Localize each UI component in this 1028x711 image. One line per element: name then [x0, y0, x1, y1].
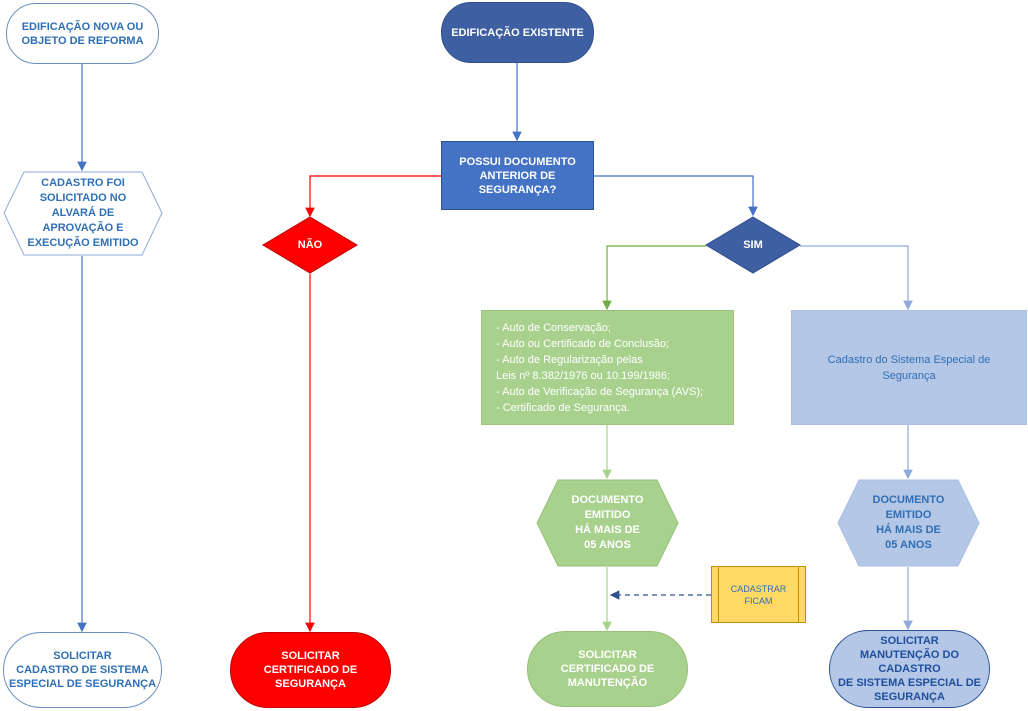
- start-edificacao-existente: EDIFICAÇÃO EXISTENTE: [441, 2, 594, 63]
- doc-item-2: - Auto ou Certificado de Conclusão;: [496, 337, 670, 350]
- box-documentos-lista: - Auto de Conservação; - Auto ou Certifi…: [481, 310, 734, 425]
- end-solicitar-manutencao-cadastro: SOLICITAR MANUTENÇÃO DO CADASTRO DE SIST…: [829, 630, 990, 708]
- arrow-possui-to-sim: [594, 175, 758, 217]
- hex-documento-emitido-blue: DOCUMENTO EMITIDO HÁ MAIS DE 05 ANOS: [837, 479, 980, 567]
- blue-emitido-line-4: 05 ANOS: [885, 539, 932, 551]
- cadastro-foi-line-5: EXECUÇÃO EMITIDO: [27, 237, 139, 249]
- green-emitido-line-2: EMITIDO: [584, 509, 631, 521]
- decision-nao: NÃO: [262, 216, 358, 274]
- doc-item-6: - Certificado de Segurança.: [496, 401, 630, 414]
- ficam-line-1: CADASTRAR: [730, 583, 787, 594]
- cadastro-foi-line-2: SOLICITADO NO: [39, 192, 127, 204]
- sol-cert-man-line-1: SOLICITAR: [578, 649, 637, 661]
- sol-man-line-1: SOLICITAR: [880, 635, 939, 647]
- box-cadastro-sistema: Cadastro do Sistema Especial de Seguranç…: [791, 310, 1027, 425]
- end-solicitar-certificado-seguranca: SOLICITAR CERTIFICADO DE SEGURANÇA: [230, 632, 391, 708]
- sol-cadastro-line-3: ESPECIAL DE SEGURANÇA: [8, 678, 157, 690]
- green-emitido-line-3: HÁ MAIS DE: [575, 524, 640, 536]
- doc-item-3: - Auto de Regularização pelas: [496, 353, 643, 366]
- nao-label: NÃO: [297, 238, 323, 251]
- cadastro-foi-line-1: CADASTRO FOI: [41, 177, 125, 189]
- cadastro-foi-line-4: APROVAÇÃO E: [42, 222, 124, 234]
- end-solicitar-certificado-manutencao: SOLICITAR CERTIFICADO DE MANUTENÇÃO: [527, 631, 688, 707]
- possui-documento-label: POSSUI DOCUMENTO ANTERIOR DE SEGURANÇA?: [459, 155, 576, 196]
- green-emitido-line-4: 05 ANOS: [584, 539, 631, 551]
- sol-cadastro-line-1: SOLICITAR: [53, 650, 112, 662]
- blue-emitido-line-2: EMITIDO: [885, 509, 932, 521]
- sol-man-line-3: DE SISTEMA ESPECIAL DE: [837, 677, 982, 689]
- decision-sim: SIM: [705, 216, 801, 274]
- box-cadastrar-ficam: CADASTRAR FICAM: [711, 566, 806, 623]
- arrow-possui-to-nao: [305, 175, 441, 218]
- sim-label: SIM: [743, 238, 763, 251]
- start-edificacao-nova: EDIFICAÇÃO NOVA OU OBJETO DE REFORMA: [6, 3, 159, 64]
- sol-man-line-2: MANUTENÇÃO DO CADASTRO: [860, 649, 959, 675]
- ficam-line-2: FICAM: [744, 595, 773, 606]
- sol-man-line-4: SEGURANÇA: [874, 691, 945, 703]
- doc-item-5: - Auto de Verificação de Segurança (AVS)…: [496, 385, 704, 398]
- blue-emitido-line-3: HÁ MAIS DE: [876, 524, 941, 536]
- start-edificacao-existente-label: EDIFICAÇÃO EXISTENTE: [451, 26, 584, 39]
- hex-cadastro-foi-solicitado: CADASTRO FOI SOLICITADO NO ALVARÁ DE APR…: [3, 171, 163, 256]
- cadastro-sistema-label: Cadastro do Sistema Especial de Seguranç…: [827, 353, 991, 382]
- end-solicitar-cadastro: SOLICITAR CADASTRO DE SISTEMA ESPECIAL D…: [3, 632, 162, 708]
- sol-cert-man-line-3: MANUTENÇÃO: [567, 677, 648, 689]
- sol-cert-seg-line-2: CERTIFICADO DE: [263, 664, 358, 676]
- cadastro-foi-line-3: ALVARÁ DE: [51, 207, 115, 219]
- decision-box-possui-documento: POSSUI DOCUMENTO ANTERIOR DE SEGURANÇA?: [441, 141, 594, 210]
- hex-documento-emitido-green: DOCUMENTO EMITIDO HÁ MAIS DE 05 ANOS: [536, 479, 679, 567]
- arrow-sim-to-cadastro-sistema: [800, 245, 913, 311]
- sol-cert-seg-line-3: SEGURANÇA: [275, 678, 346, 690]
- sol-cadastro-line-2: CADASTRO DE SISTEMA: [16, 664, 149, 676]
- start-edificacao-nova-label: EDIFICAÇÃO NOVA OU OBJETO DE REFORMA: [21, 20, 144, 47]
- arrow-sim-to-docs: [602, 245, 706, 311]
- sol-cert-seg-line-1: SOLICITAR: [281, 650, 340, 662]
- doc-item-4: Leis nº 8.382/1976 ou 10.199/1986;: [496, 369, 671, 382]
- doc-item-1: - Auto de Conservação;: [496, 321, 611, 334]
- green-emitido-line-1: DOCUMENTO: [571, 494, 644, 506]
- sol-cert-man-line-2: CERTIFICADO DE: [560, 663, 655, 675]
- blue-emitido-line-1: DOCUMENTO: [872, 494, 945, 506]
